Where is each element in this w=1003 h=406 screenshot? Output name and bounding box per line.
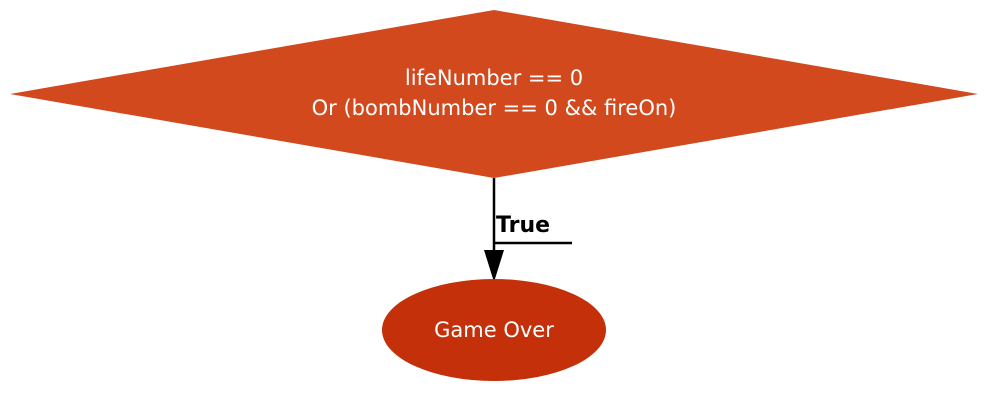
edge-label-true: True	[496, 213, 550, 238]
terminal-node: Game Over	[382, 279, 606, 381]
decision-line-2: Or (bombNumber == 0 && fireOn)	[312, 96, 677, 120]
edge-true: True	[484, 178, 572, 282]
arrowhead	[484, 250, 504, 282]
decision-node: lifeNumber == 0 Or (bombNumber == 0 && f…	[10, 10, 978, 178]
terminal-ellipse	[382, 279, 606, 381]
decision-line-1: lifeNumber == 0	[405, 66, 583, 90]
terminal-label: Game Over	[434, 318, 554, 342]
decision-diamond	[10, 10, 978, 178]
